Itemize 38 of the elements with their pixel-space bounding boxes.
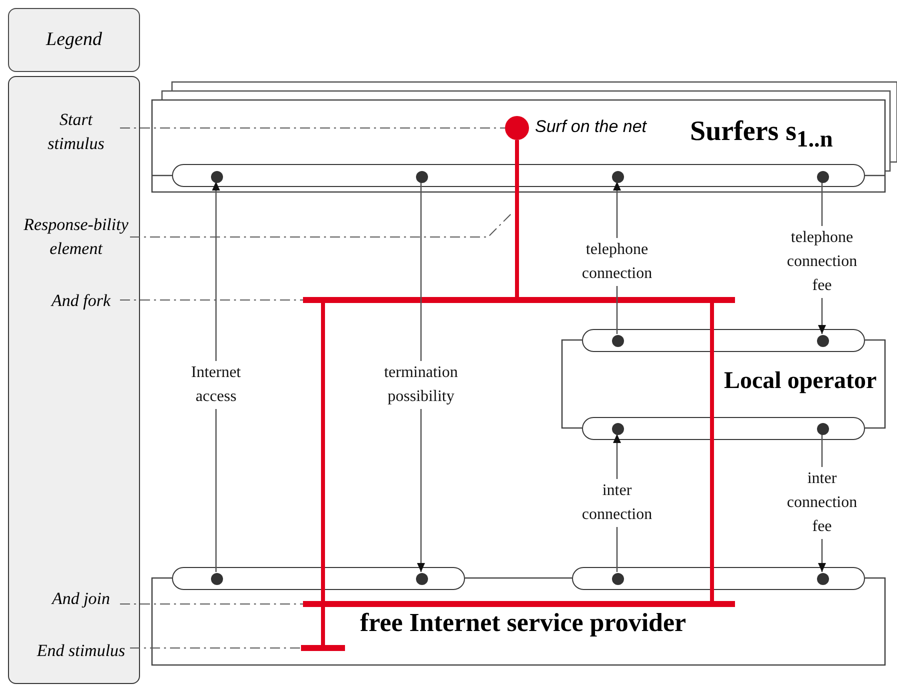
- legend-entry: Start stimulus: [31, 109, 121, 155]
- value-port: [612, 335, 624, 347]
- legend-entry: And join: [41, 575, 121, 623]
- value-port: [416, 573, 428, 585]
- stimulus-label: Surf on the net: [535, 117, 647, 137]
- legend-entry: Response-bility element: [21, 211, 131, 263]
- dependency-path: [321, 607, 325, 645]
- and-fork-bar: [303, 297, 735, 303]
- leader-line: [130, 212, 514, 238]
- value-interface: [172, 164, 865, 187]
- value-interface: [582, 329, 865, 352]
- value-transfer-arrow: [613, 182, 621, 334]
- value-transfer-arrow: [212, 182, 220, 572]
- and-join-bar: [303, 601, 735, 607]
- value-interface: [172, 567, 465, 590]
- value-transfer-arrow: [613, 434, 621, 572]
- legend-panel: [8, 76, 140, 684]
- dependency-path: [710, 303, 714, 601]
- dependency-path: [321, 303, 325, 601]
- value-transfer-arrow: [417, 182, 425, 572]
- legend-entry: End stimulus: [31, 627, 131, 675]
- value-port: [211, 573, 223, 585]
- value-port: [612, 423, 624, 435]
- actor-name: Surfers s$_{1..n}$: [690, 116, 833, 154]
- actor-name: Local operator: [724, 368, 877, 395]
- legend-header: Legend: [8, 8, 140, 72]
- dependency-path: [515, 140, 519, 297]
- actor-name: free Internet service provider: [360, 608, 686, 638]
- value-transfer-arrow: [818, 182, 826, 334]
- value-interface: [582, 417, 865, 440]
- legend-entry: And fork: [41, 277, 121, 325]
- value-interface: [572, 567, 865, 590]
- value-port: [817, 573, 829, 585]
- value-port: [817, 423, 829, 435]
- value-transfer-arrow: [818, 434, 826, 572]
- end-stimulus-bar: [301, 645, 345, 651]
- value-port: [817, 335, 829, 347]
- value-port: [612, 573, 624, 585]
